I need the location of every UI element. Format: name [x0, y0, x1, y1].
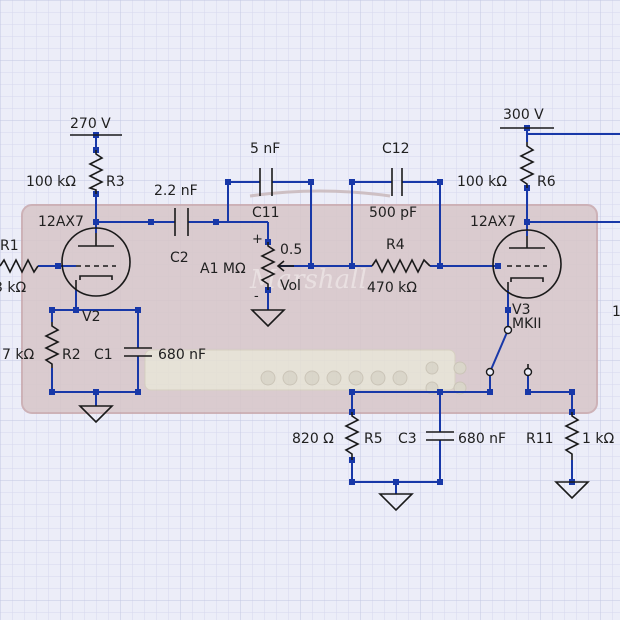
label-r11-value: 1 kΩ: [582, 431, 614, 447]
label-c3-name: C3: [398, 431, 417, 447]
resistor-r3[interactable]: [87, 150, 104, 194]
label-c2-value: 2.2 nF: [154, 183, 198, 199]
resistor-r1[interactable]: [0, 258, 39, 274]
capacitor-c1[interactable]: [124, 347, 152, 357]
label-r4-value: 470 kΩ: [367, 280, 417, 296]
label-r5-name: R5: [364, 431, 383, 447]
label-mkii: MKII: [512, 316, 542, 332]
label-a1-value: A1 MΩ: [200, 261, 246, 277]
label-pot-plus: +: [252, 232, 263, 247]
label-r1-value: 3 kΩ: [0, 280, 26, 296]
label-c11-name: C11: [252, 205, 280, 221]
label-c12-name: C12: [382, 141, 410, 157]
resistor-r5[interactable]: [344, 412, 360, 460]
label-r2-value: 7 kΩ: [2, 347, 34, 363]
label-c12-value: 500 pF: [369, 205, 417, 221]
label-c3-value: 680 nF: [458, 431, 506, 447]
label-r2-name: R2: [62, 347, 81, 363]
label-r3-name: R3: [106, 174, 125, 190]
label-tube-right-type: 12AX7: [470, 214, 516, 230]
amp-knobs: [260, 361, 467, 395]
label-vol: Vol: [280, 278, 301, 294]
label-c11-value: 5 nF: [250, 141, 280, 157]
label-r6-name: R6: [537, 174, 556, 190]
tube-v2[interactable]: [61, 227, 131, 297]
ground-icon: [78, 405, 114, 424]
ground-icon: [554, 481, 590, 500]
resistor-r2[interactable]: [44, 322, 60, 368]
label-c1-value: 680 nF: [158, 347, 206, 363]
ground-icon: [250, 309, 286, 328]
capacitor-c2[interactable]: [174, 208, 189, 236]
capacitor-c11[interactable]: [259, 168, 273, 196]
capacitor-c12[interactable]: [391, 168, 403, 196]
label-r1-name: R1: [0, 238, 19, 254]
label-tube-left-type: 12AX7: [38, 214, 84, 230]
label-r3-value: 100 kΩ: [26, 174, 76, 190]
label-r11-name: R11: [526, 431, 554, 447]
potentiometer-vol[interactable]: [260, 242, 294, 290]
label-edge-right: 1: [612, 304, 620, 320]
ground-icon: [378, 493, 414, 512]
resistor-r6[interactable]: [519, 142, 535, 188]
resistor-r4[interactable]: [371, 258, 431, 274]
switch-mkii[interactable]: [485, 325, 533, 377]
label-r6-value: 100 kΩ: [457, 174, 507, 190]
tube-v3[interactable]: [492, 229, 562, 299]
label-pot-minus: -: [254, 289, 259, 304]
resistor-r11[interactable]: [564, 412, 580, 460]
label-r5-value: 820 Ω: [292, 431, 334, 447]
capacitor-c3[interactable]: [426, 431, 454, 441]
label-supply-300v: 300 V: [503, 107, 544, 123]
label-v3: V3: [512, 302, 530, 318]
triode-tube-icon: [61, 227, 131, 297]
label-c2-name: C2: [170, 250, 189, 266]
label-a1-taper: 0.5: [280, 242, 302, 258]
label-supply-270v: 270 V: [70, 116, 111, 132]
label-c1-name: C1: [94, 347, 113, 363]
triode-tube-icon: [492, 229, 562, 299]
label-v2: V2: [82, 309, 100, 325]
label-r4-name: R4: [386, 237, 405, 253]
amp-handle: [249, 189, 391, 198]
